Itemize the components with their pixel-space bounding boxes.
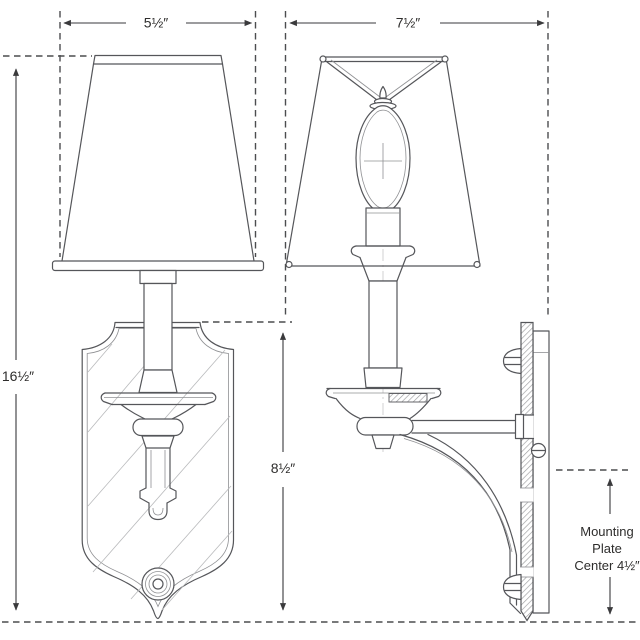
backplate-boss (141, 567, 175, 601)
stem-column (143, 282, 173, 371)
mounting-note-line-1: Mounting (580, 524, 633, 539)
plate-face-outline (532, 330, 550, 614)
arm-wall-collar (514, 413, 525, 440)
side-stem (368, 280, 398, 369)
bulb-and-candle (355, 85, 411, 247)
finial (379, 85, 387, 99)
bobeche-front (100, 392, 217, 437)
socket-cover (139, 269, 177, 285)
side-view (285, 55, 550, 622)
shade-frame-spider (326, 59, 442, 101)
dimension-label-front-width: 5½″ (144, 15, 168, 31)
mounting-plate-side (502, 321, 550, 622)
dimension-overall-height: 16½″ (2, 55, 92, 611)
mounting-note-line-2: Plate (592, 541, 622, 556)
backplate (81, 321, 235, 620)
plate-bottom-knob (502, 573, 522, 601)
front-stem-assembly (100, 269, 217, 521)
dimension-label-side-width: 7½″ (396, 15, 420, 31)
dimension-side-width: 7½″ (284, 11, 549, 318)
mounting-note-line-3: Center 4½″ (574, 558, 640, 573)
candle-drop-finial (139, 435, 177, 521)
lamp-shade-side (285, 55, 481, 269)
shade-top-band (92, 54, 224, 65)
mounting-screw (530, 442, 547, 459)
plate-top-knob (502, 347, 522, 375)
ball-knuckle (356, 416, 414, 436)
lower-bobeche-arm (325, 367, 522, 615)
front-view (51, 54, 265, 620)
dimension-label-overall-height: 16½″ (2, 368, 34, 384)
stem-collar (138, 369, 178, 394)
dimension-mounting-center: Mounting Plate Center 4½″ (556, 469, 640, 615)
dimension-front-width: 5½″ (59, 11, 257, 257)
pan-section-hatch (388, 393, 428, 403)
candle-sleeve (365, 207, 401, 247)
backplate-inner-border (86, 328, 229, 608)
plate-bar (520, 321, 534, 622)
socket-cup (363, 367, 403, 389)
lamp-shade-front (51, 54, 265, 272)
shade-bottom-rim (51, 260, 265, 272)
torus-ring (132, 418, 184, 437)
backplate-outline (81, 321, 235, 620)
scroll-bracket (399, 433, 522, 615)
dimension-label-backplate-height: 8½″ (271, 460, 295, 476)
dimension-backplate-height: 8½″ (202, 321, 295, 611)
under-finial (371, 434, 395, 450)
